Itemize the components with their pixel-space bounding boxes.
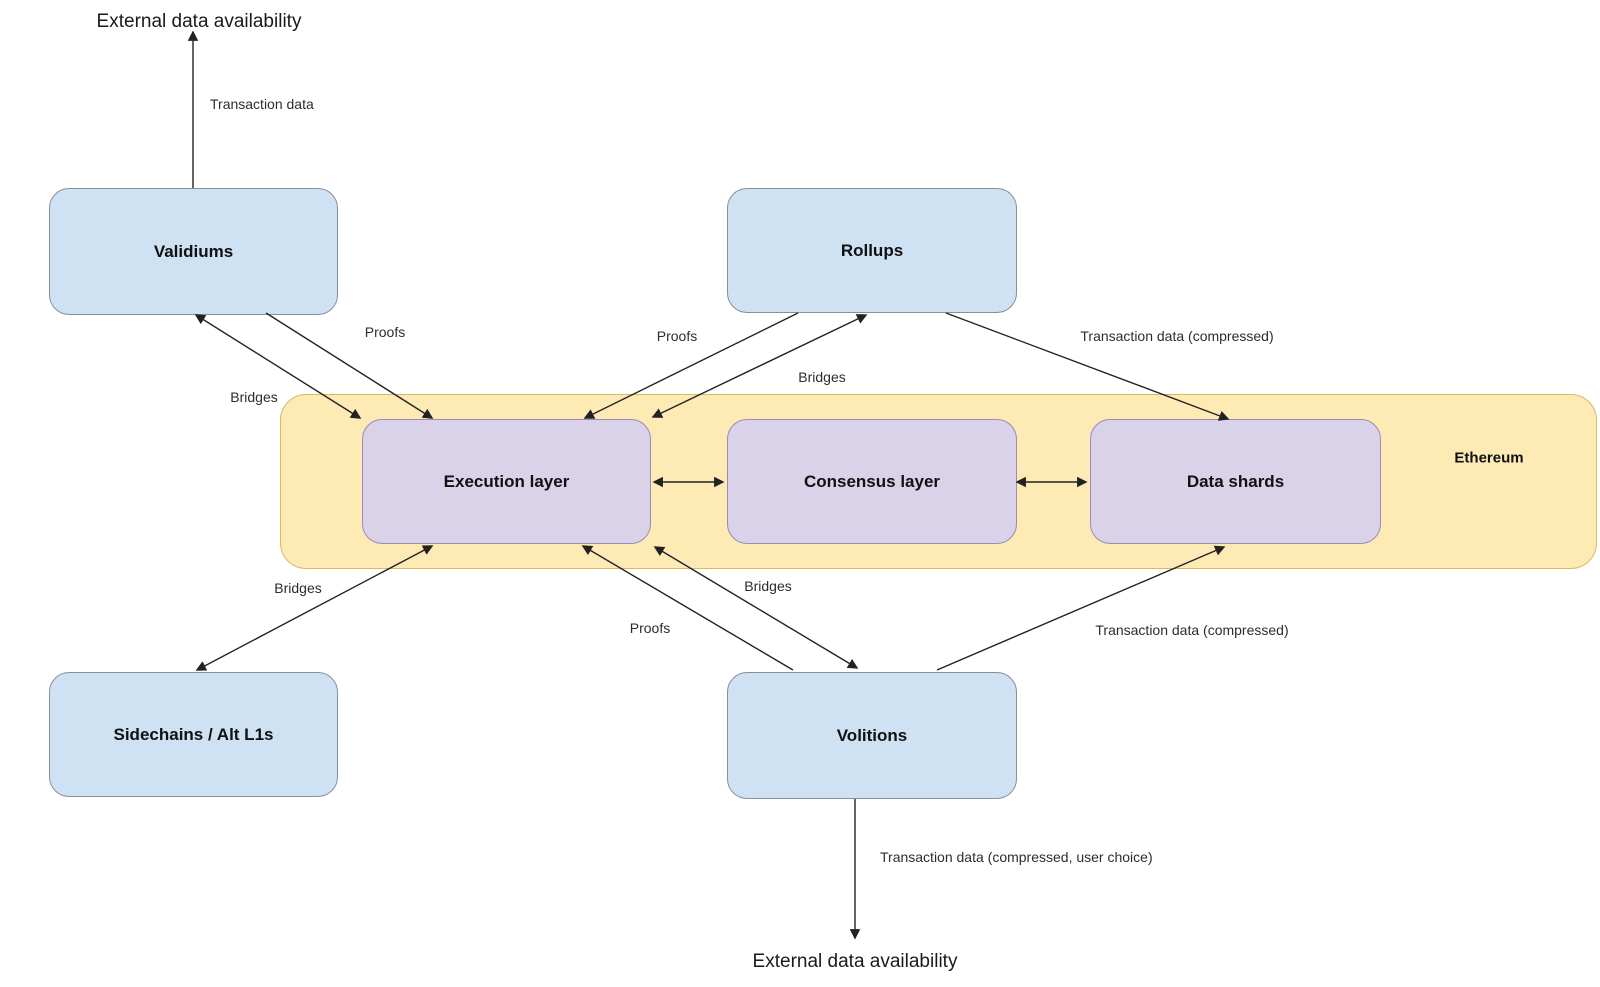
node-volitions-label: Volitions (836, 725, 908, 745)
node-rollups: Rollups (727, 188, 1017, 313)
edge-label-volitions-bridges: Bridges (744, 578, 792, 594)
node-data-shards: Data shards (1090, 419, 1381, 544)
node-consensus-layer: Consensus layer (727, 419, 1017, 544)
node-sidechains-alt-l1s-label: Sidechains / Alt L1s (113, 724, 274, 744)
node-validiums: Validiums (49, 188, 338, 315)
external-data-availability-top-label: External data availability (96, 11, 302, 32)
node-execution-layer-label: Execution layer (443, 471, 570, 491)
edge-label-validiums-proofs: Proofs (364, 324, 406, 340)
edge-label-validiums-bridges: Bridges (230, 389, 278, 405)
edge-label-volitions-proofs: Proofs (629, 620, 671, 636)
edge-label-rollups-proofs: Proofs (656, 328, 698, 344)
edge-label-sidechains-bridges: Bridges (274, 580, 322, 596)
node-execution-layer: Execution layer (362, 419, 651, 544)
edge-label-rollups-transaction-data: Transaction data (compressed) (1080, 328, 1274, 344)
node-validiums-label: Validiums (153, 241, 234, 261)
node-data-shards-label: Data shards (1186, 471, 1285, 491)
external-data-availability-bottom-label: External data availability (752, 951, 958, 972)
node-sidechains-alt-l1s: Sidechains / Alt L1s (49, 672, 338, 797)
edge-label-volitions-transaction-data: Transaction data (compressed) (1095, 622, 1289, 638)
node-rollups-label: Rollups (840, 240, 904, 260)
edge-label-volitions-external-transaction-data: Transaction data (compressed, user choic… (880, 849, 1153, 865)
node-volitions: Volitions (727, 672, 1017, 799)
ethereum-band-label: Ethereum (1454, 449, 1524, 467)
node-consensus-layer-label: Consensus layer (803, 471, 941, 491)
edge-label-validiums-transaction-data: Transaction data (210, 96, 314, 112)
edge-label-rollups-bridges: Bridges (798, 369, 846, 385)
